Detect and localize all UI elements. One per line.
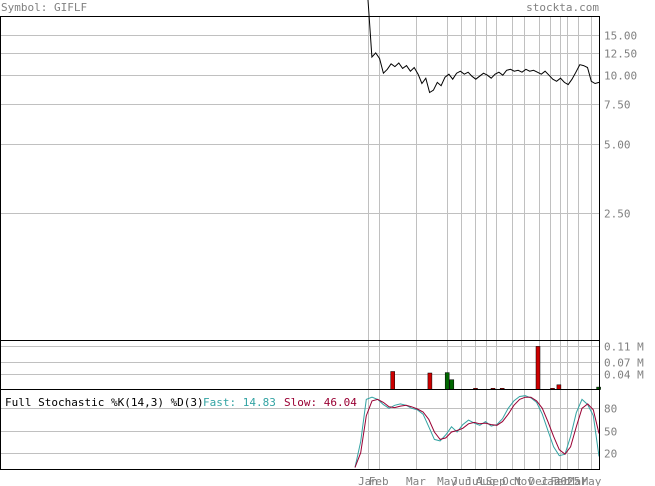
stochastic-fast-label: Fast: 14.83 xyxy=(203,396,276,409)
axis-labels: 15.00 12.50 10.00 7.50 5.00 2.50 0.11 M 0.07 M0… xyxy=(358,30,644,486)
x-tick-label: 2025 xyxy=(554,475,581,486)
price-panel xyxy=(367,0,600,94)
volume-bar xyxy=(556,384,562,390)
x-tick-label: Jan xyxy=(540,475,560,486)
x-tick-label: May xyxy=(581,475,601,486)
volume-bar xyxy=(427,372,433,390)
x-tick-label: May xyxy=(437,475,457,486)
grid-layer xyxy=(0,16,600,470)
volume-bar xyxy=(390,371,395,390)
price-tick-label: 12.50 xyxy=(604,48,637,61)
x-tick-label: Feb xyxy=(369,475,389,486)
x-tick-label: Mar xyxy=(568,475,588,486)
volume-tick-label: 0.07 M xyxy=(604,357,644,370)
volume-bar xyxy=(535,346,541,390)
x-tick-label: Nov xyxy=(514,475,534,486)
price-tick-label: 2.50 xyxy=(604,208,631,221)
price-series-line xyxy=(367,0,600,94)
x-tick-label: Mar xyxy=(406,475,426,486)
panel-frames xyxy=(0,16,600,470)
stochastic-fast-line xyxy=(354,395,600,468)
volume-frame xyxy=(0,340,600,390)
symbol-label: Symbol: GIFLF xyxy=(1,1,87,14)
price-frame xyxy=(0,16,600,341)
volume-bar xyxy=(449,379,455,390)
stochastic-title: Full Stochastic %K(14,3) %D(3) xyxy=(5,396,204,409)
stochastic-slow-label: Slow: 46.04 xyxy=(284,396,357,409)
site-label[interactable]: stockta.com xyxy=(526,1,599,14)
x-tick-label: Feb xyxy=(550,475,570,486)
volume-tick-label: 0.04 M xyxy=(604,369,644,382)
price-tick-label: 15.00 xyxy=(604,30,637,43)
x-tick-label: Sep xyxy=(486,475,506,486)
volume-tick-label: 0.11 M xyxy=(604,341,644,354)
stochastic-tick-label: 50 xyxy=(604,426,617,439)
volume-bar xyxy=(444,372,450,390)
x-tick-label: Dec xyxy=(529,475,549,486)
volume-panel xyxy=(390,346,601,390)
x-tick-label: Jan xyxy=(358,475,378,486)
price-tick-label: 7.50 xyxy=(604,99,631,112)
x-tick-label: Jun xyxy=(452,475,472,486)
stochastic-panel xyxy=(354,395,600,468)
x-tick-label: Jul xyxy=(465,475,485,486)
stochastic-tick-label: 80 xyxy=(604,403,617,416)
price-tick-label: 5.00 xyxy=(604,139,631,152)
stochastic-slow-line xyxy=(354,396,600,468)
price-tick-label: 10.00 xyxy=(604,70,637,83)
x-tick-label: Oct xyxy=(502,475,522,486)
stochastic-tick-label: 20 xyxy=(604,448,617,461)
x-tick-label: Aug xyxy=(476,475,496,486)
stochastic-frame xyxy=(0,389,600,470)
